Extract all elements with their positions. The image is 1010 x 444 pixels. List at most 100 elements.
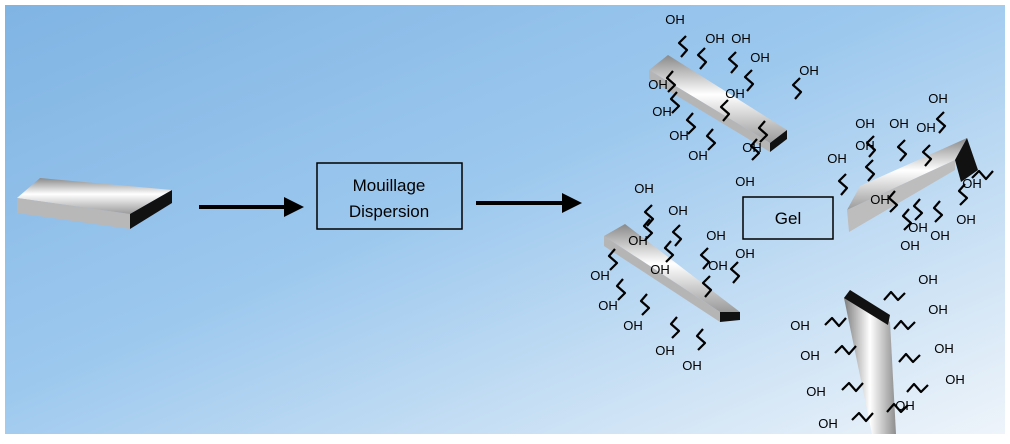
chain-squiggle [887,190,899,213]
chain-squiggle [695,328,707,351]
chain-squiggle [699,247,711,270]
oh-label: OH [889,116,909,131]
chain-squiggle [665,70,677,93]
oh-label: OH [623,318,643,333]
chain-squiggle [957,183,969,206]
oh-label: OH [945,372,965,387]
chain-squiggle [729,261,741,284]
chain-squiggle [669,316,681,339]
oh-label: OH [650,262,670,277]
chain-squiggle [719,99,731,122]
oh-label: OH [855,116,875,131]
chain-squiggle [705,128,717,151]
oh-label: OH [790,318,810,333]
chain-squiggle [834,344,857,356]
oh-label: OH [806,384,826,399]
chain-squiggle [671,224,683,247]
chain-squiggle [865,135,877,158]
oh-label: OH [731,31,751,46]
chain-squiggle [932,200,944,223]
chain-squiggle [971,169,994,181]
chain-squiggle [677,35,689,58]
oh-label: OH [648,77,668,92]
oh-label: OH [708,258,728,273]
step-box-line2: Dispersion [349,202,429,221]
chain-squiggle [864,159,876,182]
oh-label: OH [735,246,755,261]
initial-platelet [17,178,172,229]
platelet-4 [844,290,896,434]
chain-squiggle [886,402,909,414]
chain-squiggle [701,275,713,298]
chain-squiggle [921,144,933,167]
chain-squiggle [727,51,739,74]
chain-squiggle [615,278,627,301]
chain-squiggle [935,111,947,134]
chain-squiggle [696,47,708,70]
oh-label: OH [900,238,920,253]
chain-squiggle [669,91,681,114]
oh-label: OH [669,128,689,143]
chain-squiggle [893,319,916,331]
platelet-2 [847,138,978,232]
oh-label: OH [928,91,948,106]
chain-squiggle [851,411,874,423]
oh-label: OH [799,63,819,78]
oh-label: OH [855,138,875,153]
chain-squiggle [643,204,655,227]
chain-squiggle [824,316,847,328]
background [5,5,1005,434]
oh-label: OH [918,272,938,287]
oh-label: OH [827,151,847,166]
chain-squiggle [757,120,769,143]
chain-squiggle [898,352,921,364]
chain-squiggle [791,77,803,100]
oh-label: OH [870,192,890,207]
chain-squiggle [685,112,697,135]
oh-label: OH [652,104,672,119]
step-box: Mouillage Dispersion [316,162,463,230]
chain-squiggle [841,381,864,393]
oh-label: OH [590,268,610,283]
oh-label: OH [725,86,745,101]
chain-squiggle [642,218,654,241]
oh-label: OH [706,228,726,243]
oh-label: OH [962,176,982,191]
oh-label: OH [665,12,685,27]
oh-label: OH [928,302,948,317]
oh-label: OH [800,348,820,363]
hydroxyl-chains: OH OH OH OH OH OH OH OH OH OH OH OH OH OH OH OH OH OH OH OH… [590,12,994,431]
chain-squiggle [743,69,755,92]
chain-squiggle [896,139,908,162]
chain-squiggle [906,382,929,394]
gel-label: Gel [775,209,801,228]
chain-squiggle [912,198,924,221]
chain-squiggle [901,208,913,231]
platelet-1 [649,55,787,152]
chain-squiggle [663,240,675,263]
gel-box: Gel [742,196,834,240]
oh-label: OH [628,233,648,248]
oh-label: OH [655,343,675,358]
oh-label: OH [668,203,688,218]
chain-squiggle [837,173,849,196]
oh-label: OH [598,298,618,313]
oh-label: OH [750,50,770,65]
oh-label: OH [735,174,755,189]
chain-squiggle [883,290,906,302]
chain-squiggle [607,248,619,271]
oh-label: OH [934,341,954,356]
oh-label: OH [956,212,976,227]
platelet-3 [604,224,740,322]
oh-label: OH [895,398,915,413]
oh-label: OH [634,181,654,196]
oh-label: OH [688,148,708,163]
step-box-line1: Mouillage [353,176,426,195]
oh-label: OH [930,228,950,243]
oh-label: OH [908,220,928,235]
oh-label: OH [682,358,702,373]
oh-label: OH [818,416,838,431]
oh-label: OH [916,120,936,135]
